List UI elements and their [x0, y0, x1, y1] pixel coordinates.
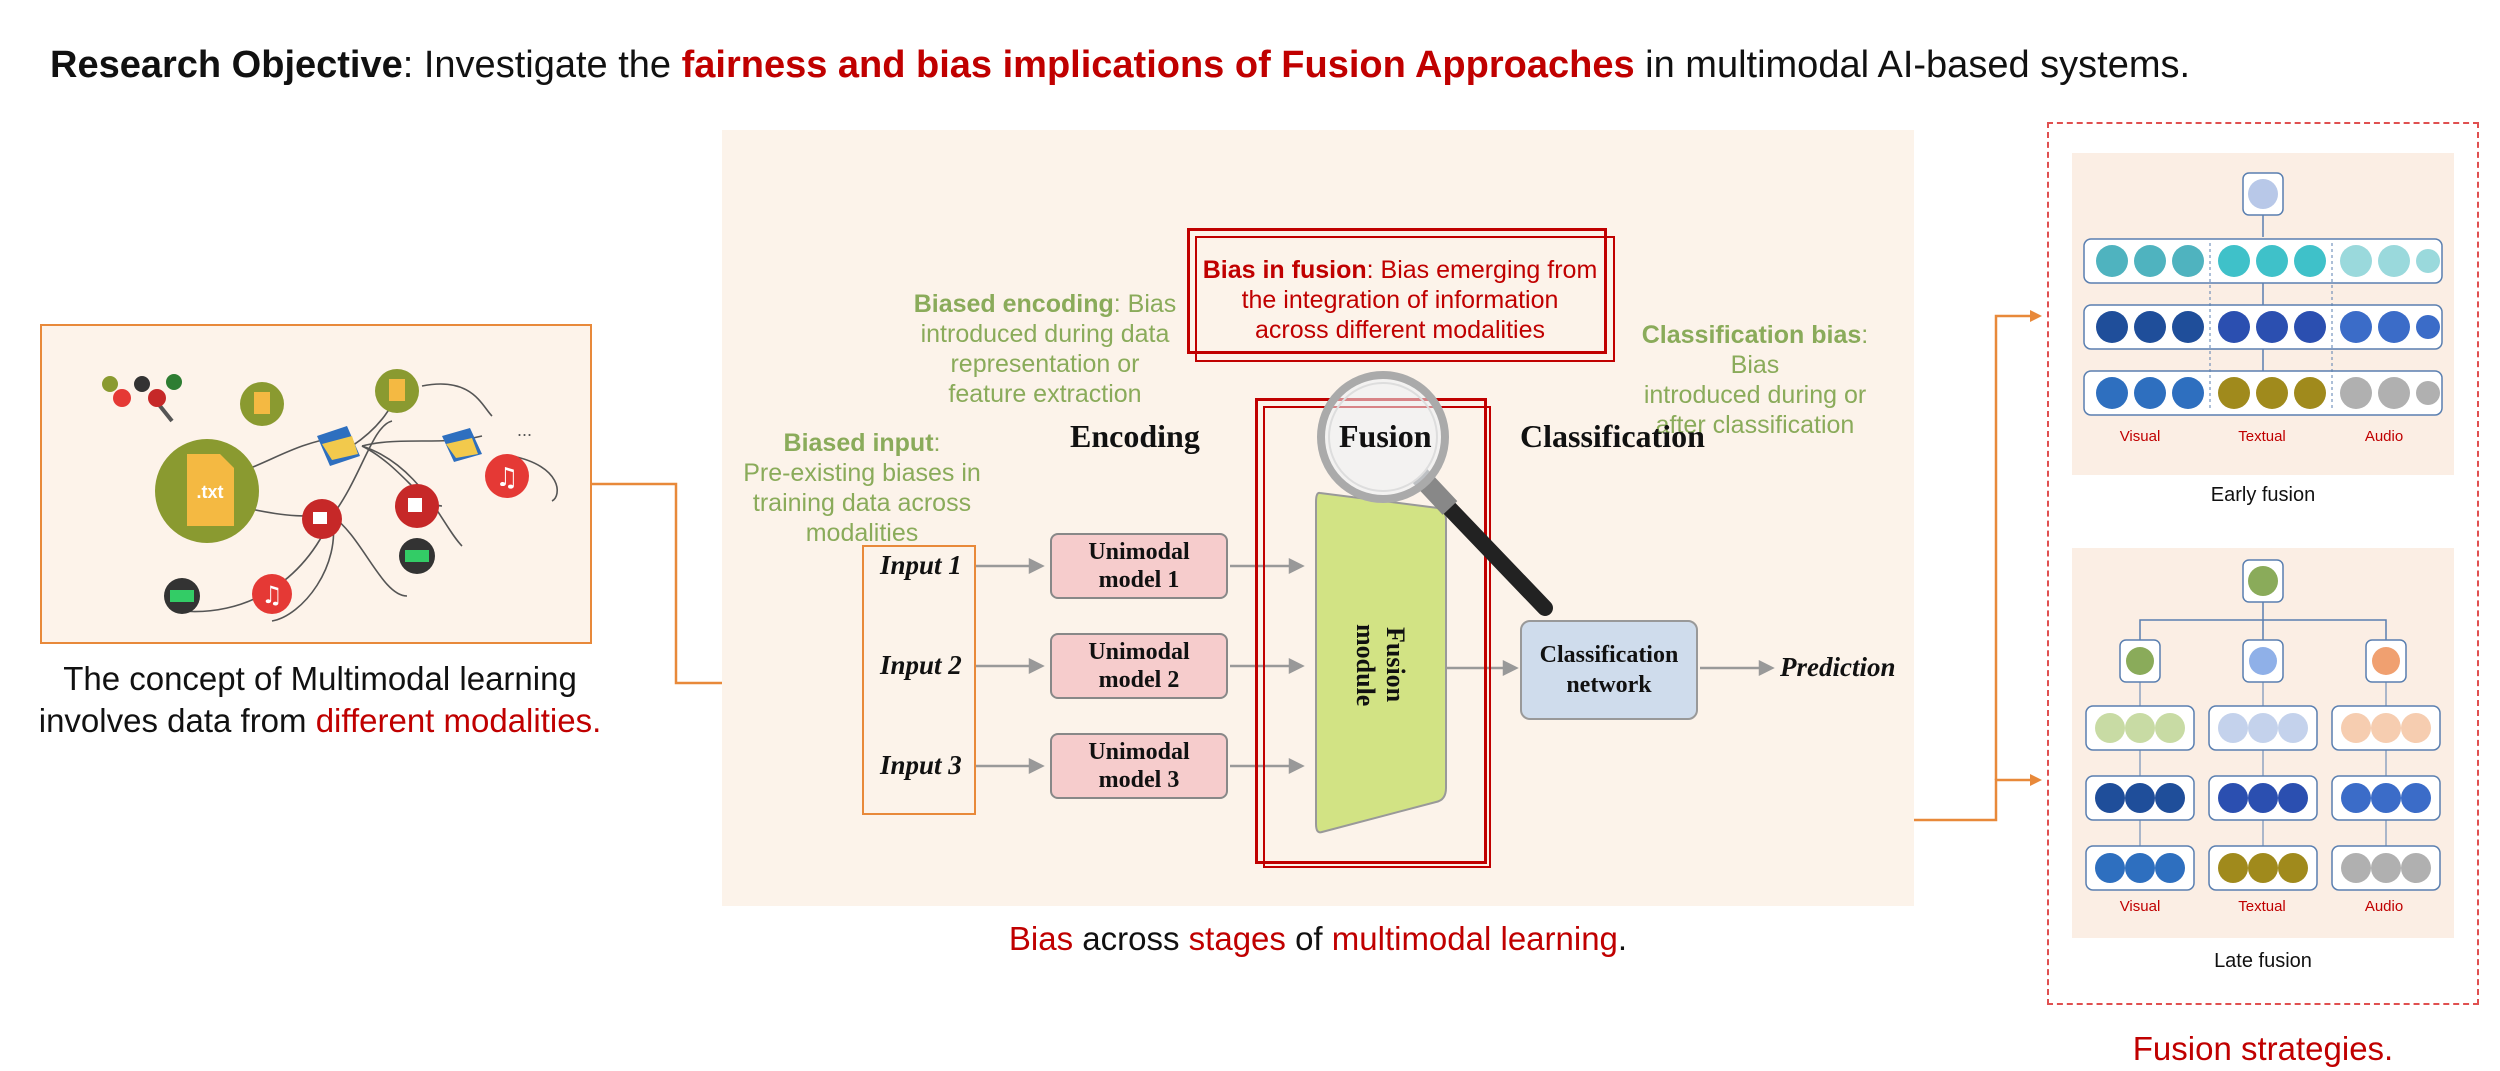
biased-encoding-line: introduced during data	[920, 320, 1170, 348]
biased-encoding-rest: : Bias	[1113, 290, 1177, 318]
research-objective: Research Objective: Investigate the fair…	[50, 44, 2190, 87]
bias-fusion-rest: : Bias emerging from	[1366, 256, 1598, 284]
biased-input-annotation: Biased input: Pre-existing biases in tra…	[722, 428, 1002, 548]
fusion-strategies-panel	[2047, 122, 2479, 1005]
bias-fusion-box-outer	[1187, 228, 1607, 354]
music-node-icon	[485, 454, 529, 498]
input-label: Input 3	[880, 750, 962, 780]
caption-word: stages	[1188, 920, 1286, 957]
input-label: Input 2	[880, 650, 962, 680]
caption-word: multimodal learning	[1331, 920, 1618, 957]
svg-text:♫: ♫	[261, 581, 283, 609]
stage-classification: Classification	[1520, 418, 1705, 454]
classification-network-box: Classification network	[1520, 620, 1698, 720]
objective-text-after: in multimodal AI-based systems.	[1634, 44, 2191, 86]
biased-encoding-title: Biased encoding	[913, 290, 1114, 318]
classification-network-line1: Classification	[1539, 642, 1679, 668]
caption-word: across	[1073, 920, 1189, 957]
caption-word: .	[1617, 920, 1628, 957]
small-screen-icon	[166, 374, 182, 390]
late-fusion-caption: Late fusion	[2214, 950, 2312, 972]
unimodal-line2: model 2	[1098, 667, 1180, 693]
biased-encoding-line: feature extraction	[948, 380, 1142, 408]
middle-caption: Bias across stages of multimodal learnin…	[722, 920, 1914, 958]
objective-highlight: fairness and bias implications of Fusion…	[681, 44, 1635, 86]
multimodal-concept-illustration: .txt ♫ ♫ ...	[102, 369, 559, 622]
early-fusion-graphic	[2083, 172, 2443, 416]
modality-label-textual: Textual	[2238, 898, 2286, 915]
caption-word: Bias	[1008, 920, 1074, 957]
classification-bias-line: introduced during or	[1643, 381, 1867, 409]
txt-file-label: .txt	[197, 482, 224, 502]
modality-label-visual: Visual	[2119, 898, 2161, 915]
classification-bias-rest: : Bias	[1730, 321, 1869, 379]
biased-encoding-annotation: Biased encoding: Bias introduced during …	[900, 289, 1190, 409]
biased-input-rest: :	[933, 429, 941, 457]
biased-input-line: modalities	[805, 519, 919, 547]
early-fusion-caption: Early fusion	[2210, 484, 2316, 506]
input-label: Input 1	[880, 550, 962, 580]
small-music-icon	[113, 389, 131, 407]
bias-fusion-annotation: Bias in fusion: Bias emerging from the i…	[1195, 255, 1605, 345]
left-caption-line1: The concept of Multimodal learning	[63, 660, 577, 697]
small-audio-icon	[134, 376, 150, 392]
music-node-icon	[252, 574, 292, 614]
modality-label-textual: Textual	[2238, 428, 2286, 445]
classification-bias-line: after classification	[1655, 411, 1855, 439]
unimodal-line1: Unimodal	[1088, 539, 1190, 565]
prediction-label: Prediction	[1780, 652, 1896, 682]
bias-fusion-line: across different modalities	[1255, 316, 1545, 344]
biased-input-title: Biased input	[783, 429, 934, 457]
small-video-icon	[148, 389, 166, 407]
stage-fusion-overlay: Fusion	[1339, 418, 1432, 454]
bias-fusion-box-inner	[1195, 236, 1615, 362]
left-caption-prefix: involves data from	[38, 702, 316, 739]
biased-input-line: Pre-existing biases in	[743, 459, 981, 487]
classification-network-line2: network	[1566, 672, 1652, 698]
modality-label-audio: Audio	[2364, 898, 2404, 915]
stage-encoding: Encoding	[1070, 418, 1200, 454]
late-fusion-graphic	[2085, 559, 2441, 891]
unimodal-line2: model 1	[1098, 567, 1180, 593]
modality-label-audio: Audio	[2364, 428, 2404, 445]
caption-word: of	[1285, 920, 1332, 957]
inputs-box	[862, 545, 976, 815]
unimodal-line2: model 3	[1098, 767, 1180, 793]
classification-bias-title: Classification bias	[1641, 321, 1862, 349]
objective-label: Research Objective	[50, 44, 403, 86]
biased-encoding-line: representation or	[950, 350, 1140, 378]
small-file-icon	[102, 376, 118, 392]
objective-text-before: : Investigate the	[402, 44, 682, 86]
fusion-strategies-caption: Fusion strategies.	[2132, 1030, 2394, 1067]
biased-input-line: training data across	[752, 489, 972, 517]
magnifier-icon	[1317, 371, 1553, 616]
unimodal-line1: Unimodal	[1088, 739, 1190, 765]
bias-fusion-line: the integration of information	[1241, 286, 1559, 314]
bias-fusion-title: Bias in fusion	[1202, 256, 1367, 284]
ellipsis-label: ...	[517, 420, 532, 440]
fusion-module-line1: Fusion	[1381, 627, 1410, 703]
multimodal-concept-panel: .txt ♫ ♫ ...	[40, 324, 592, 644]
fusion-module-line2: module	[1351, 623, 1380, 707]
svg-text:♫: ♫	[495, 463, 518, 493]
modality-label-visual: Visual	[2119, 428, 2161, 445]
left-caption-suffix: .	[592, 702, 602, 739]
unimodal-line1: Unimodal	[1088, 639, 1190, 665]
left-caption-line2: involves data from different modalities.	[20, 702, 620, 740]
classification-bias-annotation: Classification bias: Bias introduced dur…	[1615, 320, 1895, 440]
left-caption-highlight: different modalities	[315, 702, 593, 739]
